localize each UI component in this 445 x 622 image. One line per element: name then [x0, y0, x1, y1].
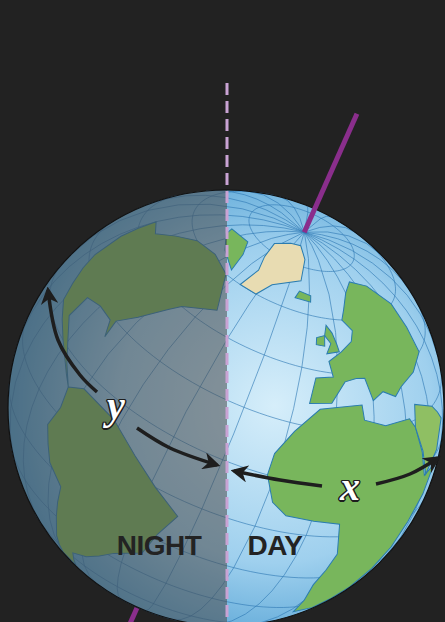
- continent: [314, 333, 329, 348]
- continent: [219, 374, 445, 622]
- rotation-arrow: [234, 471, 322, 486]
- terminator-line: [226, 83, 229, 622]
- variable-label: y: [107, 386, 125, 426]
- earth-axis: [126, 608, 137, 622]
- continent: [295, 290, 313, 304]
- rotation-arrow: [137, 428, 217, 465]
- rotation-arrow: [376, 458, 438, 484]
- variable-label: x: [340, 467, 360, 507]
- continent: [239, 230, 314, 309]
- rotation-arrow: [48, 290, 97, 392]
- night-shade: [0, 0, 227, 622]
- side-label: NIGHT: [117, 532, 202, 560]
- side-label: DAY: [247, 532, 302, 560]
- earth-axis: [304, 114, 357, 232]
